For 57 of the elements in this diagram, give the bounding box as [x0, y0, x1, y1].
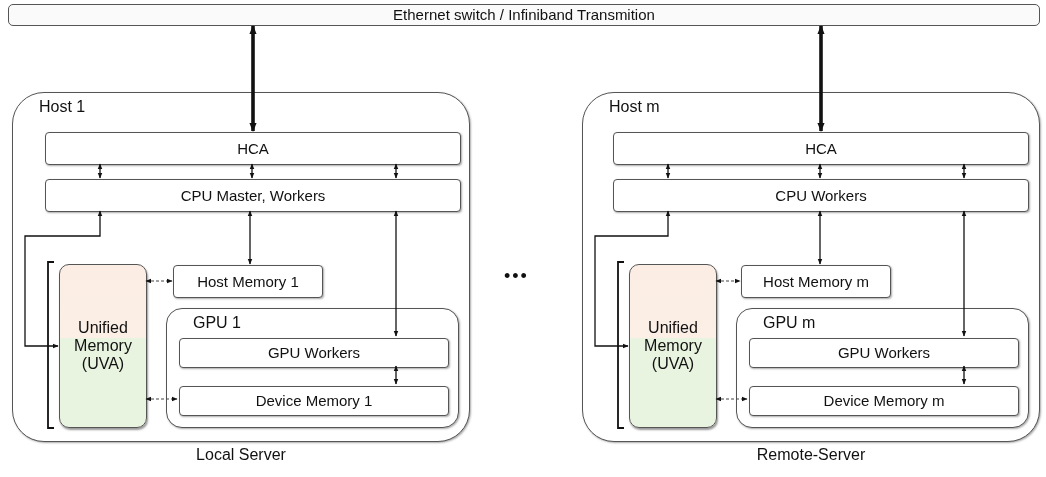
dashed-arrow: [145, 396, 178, 402]
box-label: Device Memory 1: [255, 392, 373, 410]
box-label: Device Memory m: [823, 392, 945, 410]
container-title: GPU 1: [193, 314, 241, 332]
box-label: Host Memory m: [763, 272, 869, 291]
dashed-arrow: [715, 396, 748, 402]
component-box: [613, 179, 1029, 212]
arrow: [249, 25, 257, 132]
dashed-arrow: [145, 278, 173, 284]
arrow: [393, 163, 399, 179]
arrow: [817, 163, 823, 179]
ellipsis-mark: •••: [504, 266, 529, 287]
memory-box: [59, 264, 147, 428]
arrow: [393, 210, 399, 337]
dashed-arrow: [715, 278, 741, 284]
arrow: [247, 210, 253, 265]
arrow: [665, 163, 671, 179]
box-label: HCA: [805, 139, 837, 158]
arrow: [97, 163, 103, 179]
box-label: CPU Master, Workers: [180, 186, 326, 205]
host-container: [582, 92, 1040, 442]
component-box: [749, 338, 1019, 368]
arrow: [594, 210, 671, 349]
component-box: [173, 265, 323, 298]
box-label: Ethernet switch / Infiniband Transmition: [393, 6, 655, 24]
component-box: [613, 132, 1029, 165]
component-box: [749, 386, 1019, 416]
host-container: [12, 92, 470, 442]
arrow: [961, 210, 967, 337]
box-label: CPU Workers: [775, 186, 867, 205]
container-title: Host m: [609, 98, 660, 116]
caption-text: Remote-Server: [755, 446, 867, 464]
network-bar: [8, 4, 1040, 26]
arrow: [24, 210, 103, 349]
gpu-container: [166, 308, 459, 428]
arrow: [961, 365, 967, 385]
component-box: [179, 338, 449, 368]
caption-text: Local Server: [195, 446, 287, 464]
arrow: [817, 210, 823, 265]
component-box: [45, 132, 461, 165]
arrow: [817, 25, 825, 132]
box-label: GPU Workers: [267, 344, 361, 362]
box-label: Unified Memory (UVA): [643, 319, 703, 373]
arrow: [961, 163, 967, 179]
container-title: GPU m: [763, 314, 816, 332]
component-box: [179, 386, 449, 416]
box-label: Host Memory 1: [197, 272, 299, 291]
component-box: [45, 179, 461, 212]
box-label: HCA: [237, 139, 269, 158]
component-box: [741, 265, 891, 298]
box-label: GPU Workers: [837, 344, 931, 362]
container-title: Host 1: [39, 98, 86, 116]
box-label: Unified Memory (UVA): [73, 319, 133, 373]
arrow: [393, 365, 399, 385]
gpu-container: [736, 308, 1029, 428]
memory-box: [629, 264, 717, 428]
arrow: [249, 163, 255, 179]
